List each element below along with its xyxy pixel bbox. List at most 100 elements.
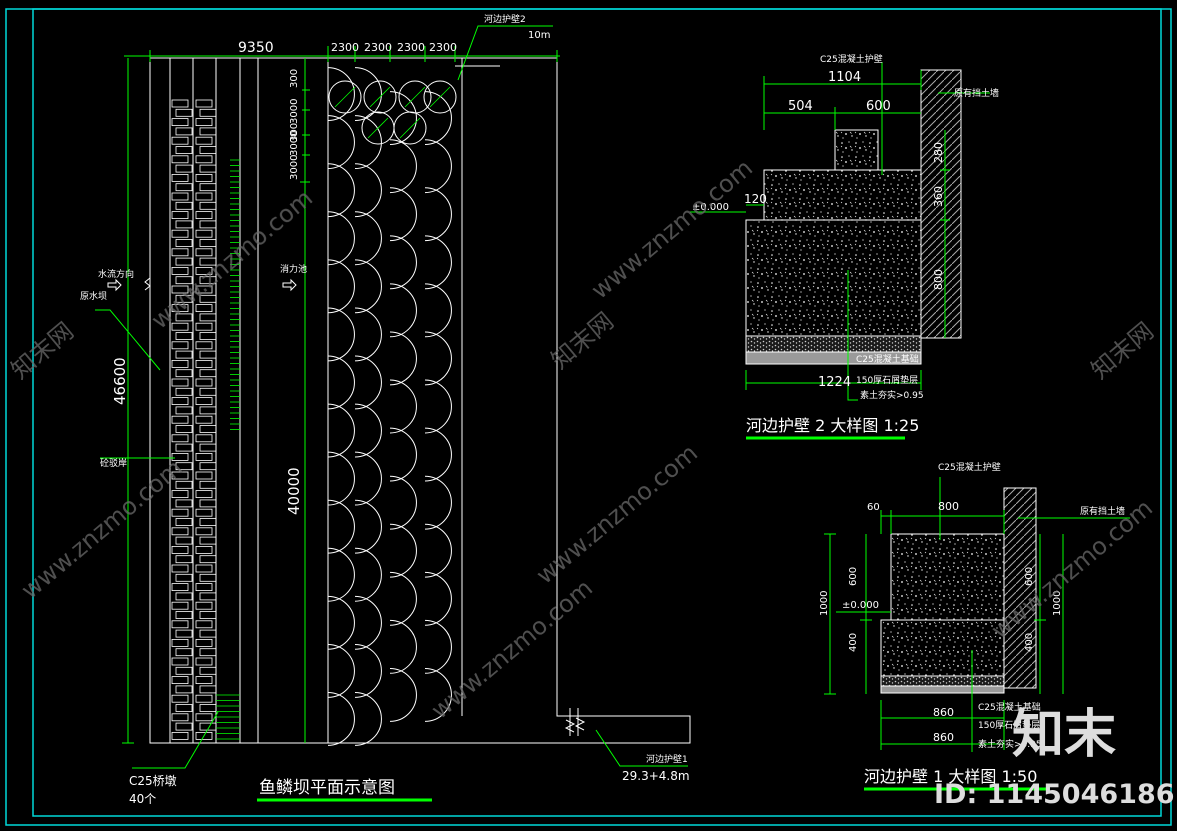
d1-dim-v-upper-right: 600	[1024, 567, 1035, 586]
brick	[199, 629, 217, 638]
scale-detail-circle	[423, 80, 457, 114]
brick	[171, 620, 189, 629]
scale-arc	[389, 619, 417, 674]
brick	[199, 648, 217, 657]
scale-arc	[424, 331, 452, 386]
dim-mid-total: 40000	[285, 467, 303, 515]
d1-dim-b1: 860	[933, 706, 954, 719]
scale-arc	[354, 163, 382, 218]
brick	[175, 592, 193, 601]
d1-upper-wall	[890, 533, 1005, 621]
dim-top-total: 9350	[238, 40, 274, 56]
watermark-site: www.znzmo.com	[586, 154, 758, 305]
d2-dim-bottom: 1224	[818, 375, 851, 390]
d2-gravel-layer	[745, 335, 922, 353]
d2-layer1: C25混凝土基础	[856, 353, 919, 365]
brick	[195, 601, 213, 610]
scale-arc	[354, 451, 382, 506]
d1-label-top: C25混凝土护壁	[938, 461, 1001, 473]
d2-foundation	[745, 219, 922, 337]
scale-arc	[424, 91, 452, 146]
brick	[199, 239, 217, 247]
plan-dimensions	[95, 25, 688, 769]
brick	[171, 415, 189, 424]
brick	[199, 592, 217, 601]
label-mid-note: 砼驳岸	[100, 457, 127, 469]
brick	[195, 266, 213, 275]
scale-arc	[389, 235, 417, 290]
label-flow-direction: 水流方向	[98, 268, 134, 280]
brick	[171, 173, 189, 182]
brick	[171, 266, 189, 275]
scale-arc	[327, 499, 355, 554]
brick	[175, 294, 193, 303]
brick	[195, 136, 213, 145]
d1-dim-b2: 860	[933, 731, 954, 744]
d1-label-right: 原有挡土墙	[1080, 505, 1125, 517]
brick	[171, 397, 189, 406]
plan-title: 鱼鳞坝平面示意图	[259, 778, 395, 798]
scale-arc	[327, 595, 355, 650]
scale-arc	[389, 379, 417, 434]
brick	[199, 127, 217, 136]
scale-arc	[424, 619, 452, 674]
d2-soil-layer	[745, 351, 922, 365]
brick	[171, 713, 189, 722]
brick	[175, 480, 193, 489]
brick	[199, 257, 217, 266]
brick	[175, 685, 193, 694]
brick	[195, 359, 213, 368]
scale-detail-leader	[334, 86, 356, 108]
scale-detail-circle	[363, 80, 397, 114]
brick	[175, 257, 193, 266]
d1-layer1: C25混凝土基础	[978, 701, 1041, 713]
dim-top-seg-3: 2300	[397, 41, 425, 54]
scale-arc	[424, 523, 452, 578]
scale-arc	[327, 163, 355, 218]
brick	[195, 676, 213, 684]
flow-arrow-icon	[107, 278, 122, 292]
brick	[199, 350, 217, 359]
brick	[175, 425, 193, 433]
scale-arc	[424, 139, 452, 194]
brick	[171, 639, 189, 647]
scale-arc	[327, 259, 355, 314]
brick	[175, 350, 193, 359]
brick	[195, 527, 213, 536]
brick	[195, 694, 213, 703]
brick	[175, 387, 193, 396]
brick	[171, 211, 189, 220]
brick	[175, 369, 193, 378]
brick	[175, 611, 193, 619]
brick	[199, 518, 217, 526]
d1-gravel-layer	[880, 675, 1005, 687]
brick	[199, 722, 217, 731]
scale-arc	[389, 667, 417, 722]
scale-arc	[354, 692, 382, 746]
brick	[199, 387, 217, 396]
brick	[171, 657, 189, 666]
scale-arc	[354, 403, 382, 458]
brick	[195, 322, 213, 331]
brick	[175, 573, 193, 582]
scale-arc	[424, 475, 452, 530]
brick	[199, 406, 217, 415]
d2-dim-left: 504	[788, 99, 813, 114]
brick	[175, 722, 193, 731]
brick	[175, 704, 193, 712]
scale-arc	[389, 139, 417, 194]
dim-top-seg-2: 2300	[364, 41, 392, 54]
scale-arc	[354, 643, 382, 698]
brick	[171, 471, 189, 480]
d2-elev: ±0.000	[692, 202, 729, 213]
brick	[199, 443, 217, 452]
brick	[199, 499, 217, 508]
d1-dim-width: 800	[938, 500, 959, 513]
brick	[171, 434, 189, 443]
brick	[175, 164, 193, 173]
brick	[175, 313, 193, 322]
brick	[171, 508, 189, 517]
brick	[175, 555, 193, 564]
scale-detail-leader	[369, 86, 391, 108]
d1-dim-total-right: 1000	[1052, 591, 1063, 616]
